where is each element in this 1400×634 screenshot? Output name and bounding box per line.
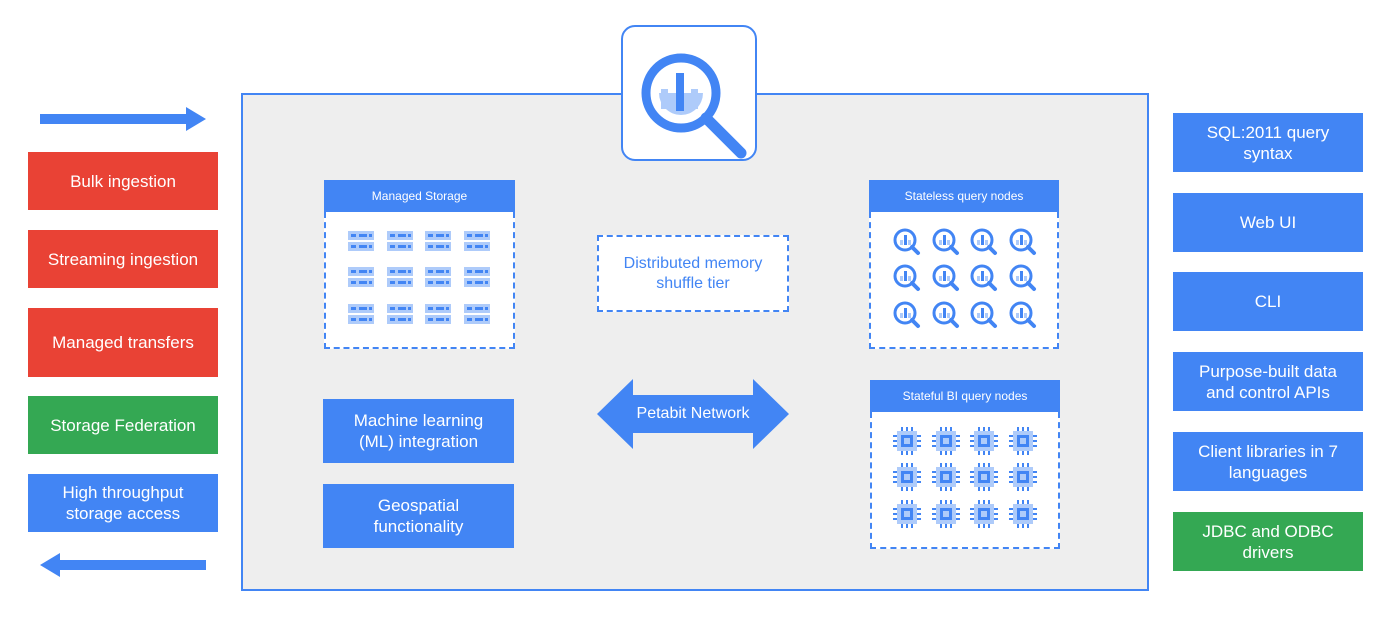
server-icon <box>464 231 490 251</box>
cpu-chip-icon <box>970 463 998 491</box>
bigquery-icon <box>1009 264 1036 291</box>
stateful-nodes-header: Stateful BI query nodes <box>870 380 1060 412</box>
managed-storage-servers <box>348 231 490 324</box>
bigquery-icon <box>932 228 959 255</box>
stateless-nodes-grid <box>893 228 1036 328</box>
apis-box: Purpose-built data and control APIs <box>1173 352 1363 411</box>
cpu-chip-icon <box>932 463 960 491</box>
shuffle-tier-box: Distributed memory shuffle tier <box>597 235 789 312</box>
cpu-chip-icon <box>932 500 960 528</box>
managed-storage-header: Managed Storage <box>324 180 515 212</box>
bigquery-icon <box>1009 228 1036 255</box>
bigquery-icon <box>1009 301 1036 328</box>
cpu-chip-icon <box>1009 463 1037 491</box>
bigquery-logo-icon <box>641 53 747 159</box>
bigquery-icon <box>970 264 997 291</box>
web-ui-box: Web UI <box>1173 193 1363 252</box>
server-icon <box>348 267 374 287</box>
server-icon <box>464 267 490 287</box>
high-throughput-storage-box: High throughput storage access <box>28 474 218 532</box>
bigquery-icon <box>932 301 959 328</box>
server-icon <box>387 231 413 251</box>
cpu-chip-icon <box>893 463 921 491</box>
sql-syntax-box: SQL:2011 query syntax <box>1173 113 1363 172</box>
ml-integration-box: Machine learning (ML) integration <box>323 399 514 463</box>
server-icon <box>425 267 451 287</box>
server-icon <box>464 304 490 324</box>
cpu-chip-icon <box>893 500 921 528</box>
cpu-chip-icon <box>1009 500 1037 528</box>
bigquery-icon <box>970 228 997 255</box>
client-libraries-box: Client libraries in 7 languages <box>1173 432 1363 491</box>
cpu-chip-icon <box>1009 427 1037 455</box>
arrow-left-icon <box>40 553 206 577</box>
petabit-network-label: Petabit Network <box>636 405 750 422</box>
geospatial-box: Geospatial functionality <box>323 484 514 548</box>
streaming-ingestion-box: Streaming ingestion <box>28 230 218 288</box>
server-icon <box>348 231 374 251</box>
bigquery-icon <box>893 228 920 255</box>
stateless-nodes-header: Stateless query nodes <box>869 180 1059 212</box>
server-icon <box>425 304 451 324</box>
bulk-ingestion-box: Bulk ingestion <box>28 152 218 210</box>
cpu-chip-icon <box>932 427 960 455</box>
managed-transfers-box: Managed transfers <box>28 308 218 377</box>
storage-federation-box: Storage Federation <box>28 396 218 454</box>
server-icon <box>425 231 451 251</box>
cli-box: CLI <box>1173 272 1363 331</box>
petabit-network-arrow <box>597 379 789 449</box>
bigquery-icon <box>970 301 997 328</box>
server-icon <box>387 267 413 287</box>
arrow-right-icon <box>40 107 206 131</box>
server-icon <box>348 304 374 324</box>
bigquery-icon <box>893 301 920 328</box>
cpu-chip-icon <box>970 427 998 455</box>
bigquery-logo <box>621 25 757 161</box>
stateful-nodes-grid <box>893 427 1037 528</box>
bigquery-icon <box>932 264 959 291</box>
cpu-chip-icon <box>893 427 921 455</box>
bigquery-icon <box>893 264 920 291</box>
cpu-chip-icon <box>970 500 998 528</box>
server-icon <box>387 304 413 324</box>
jdbc-odbc-box: JDBC and ODBC drivers <box>1173 512 1363 571</box>
